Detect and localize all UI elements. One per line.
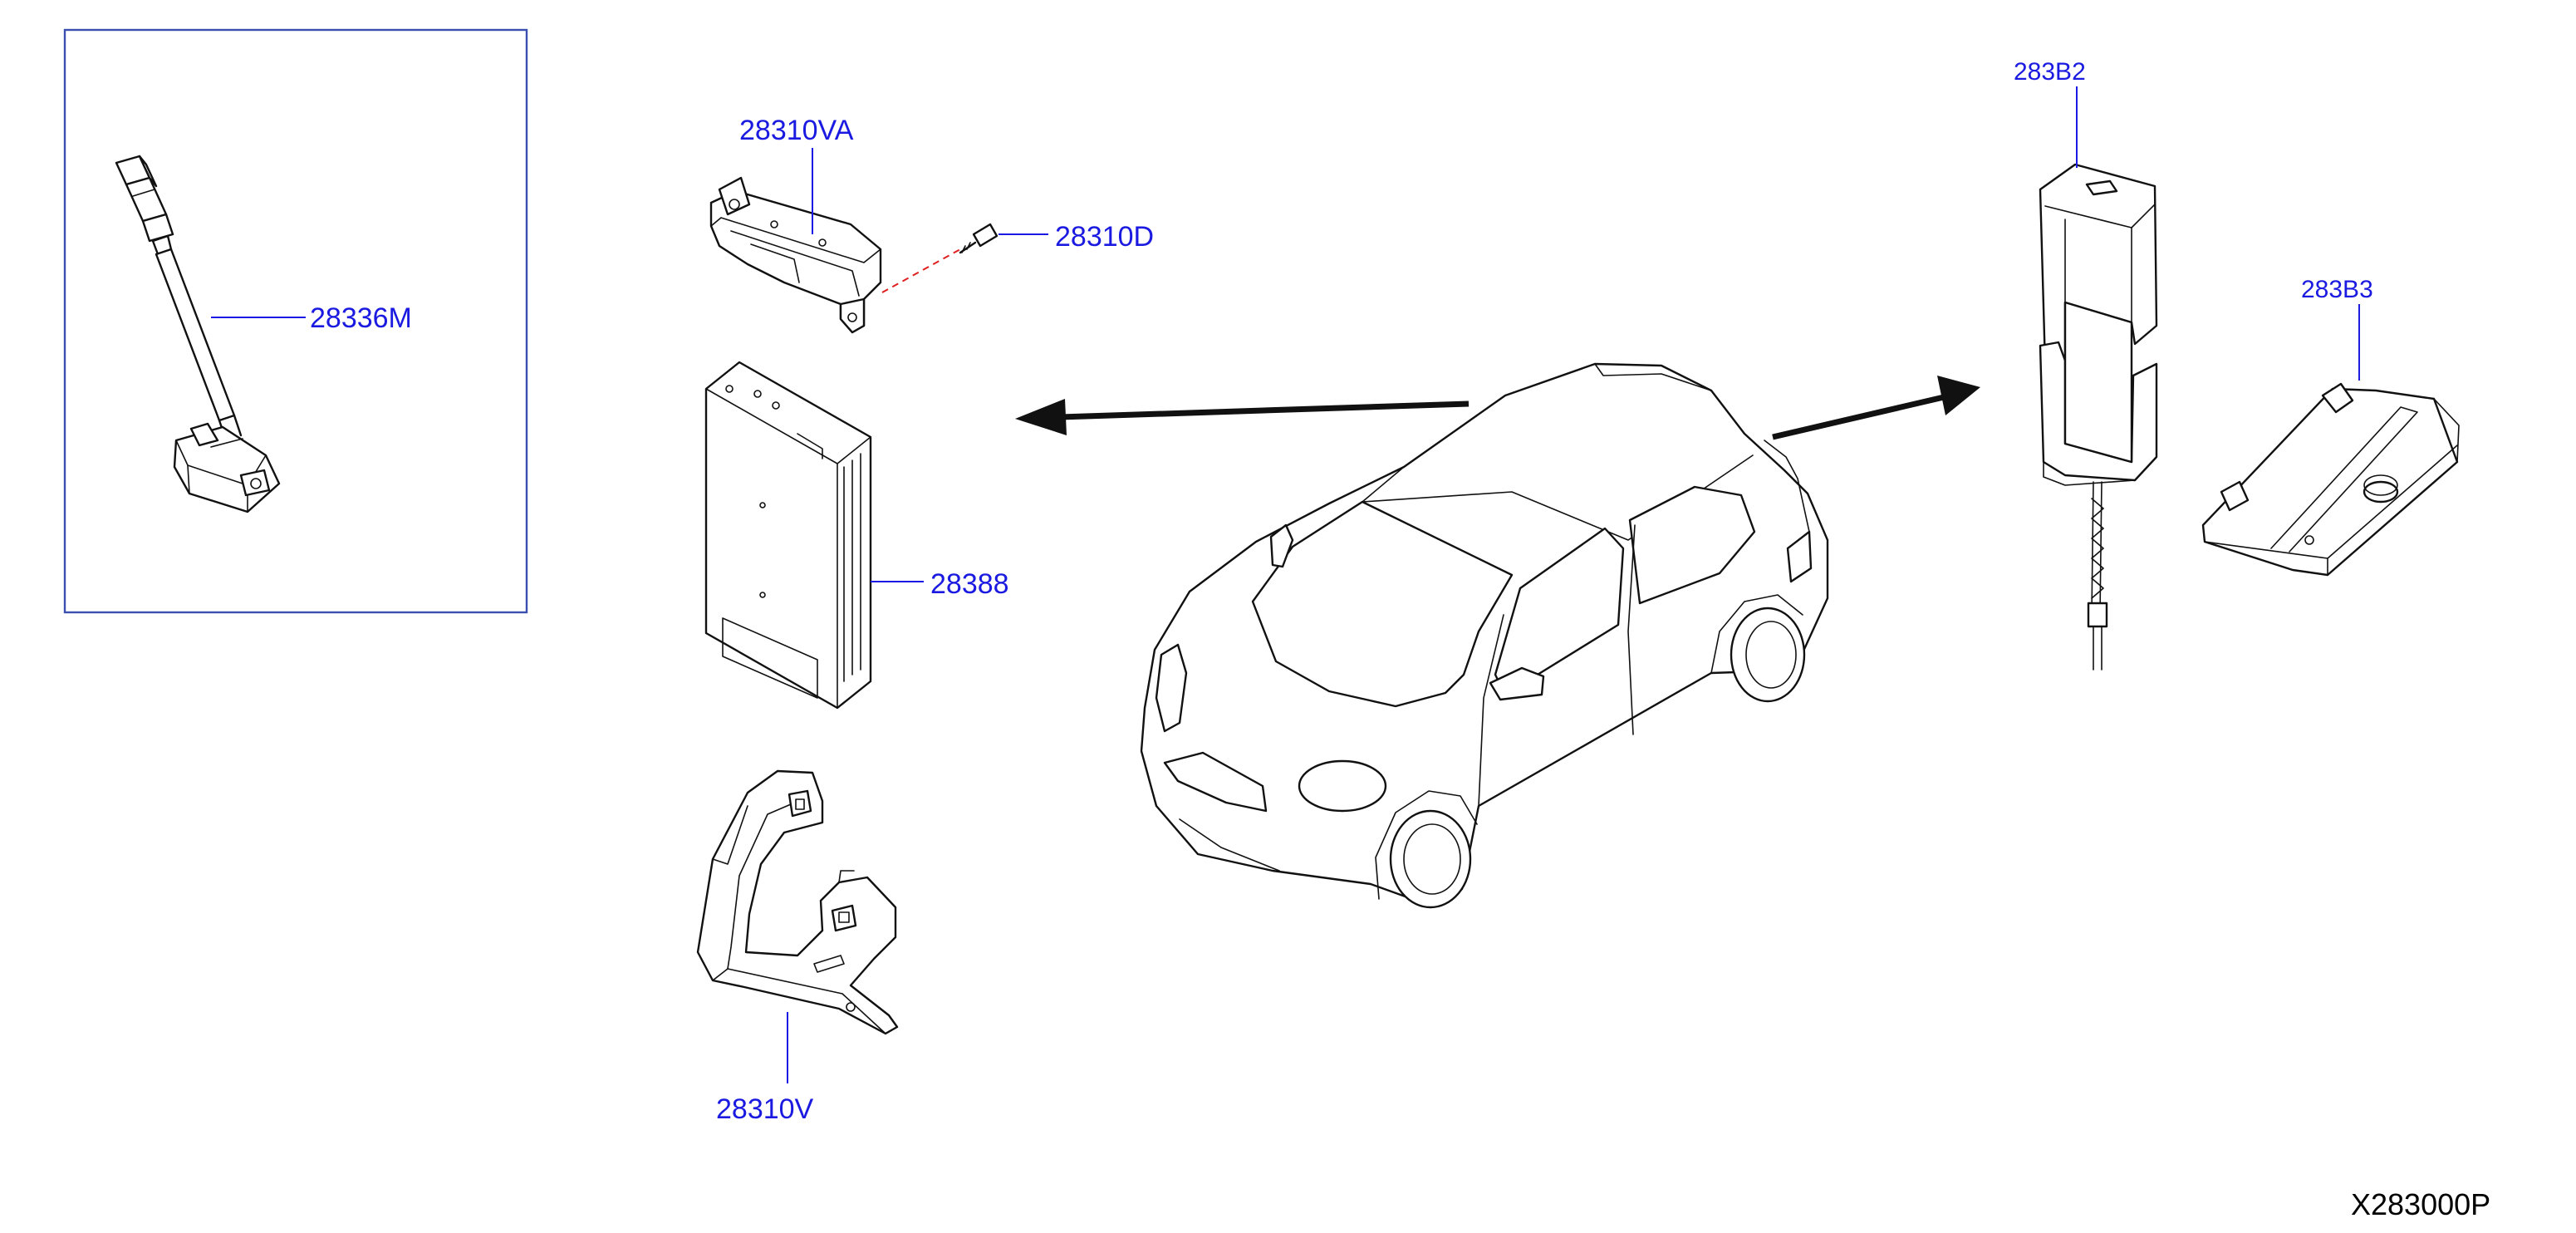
part-label-28310va: 28310VA	[739, 115, 854, 146]
bracket-lower-part	[696, 769, 899, 1035]
part-label-283b3: 283B3	[2301, 276, 2373, 303]
arrow-to-control-unit	[1015, 399, 1470, 435]
bracket-upper-part	[709, 176, 882, 334]
part-label-28336m: 28336M	[310, 302, 412, 334]
part-label-283b2: 283B2	[2014, 58, 2086, 86]
detail-box	[63, 28, 528, 614]
screw-part	[959, 223, 999, 254]
control-unit-part	[704, 361, 872, 710]
arrow-to-antenna	[1772, 376, 1980, 440]
screw-axis	[881, 248, 961, 293]
part-label-28310v: 28310V	[716, 1093, 814, 1125]
part-label-28310d: 28310D	[1055, 221, 1154, 253]
antenna-cable-part	[115, 155, 281, 513]
part-label-28388: 28388	[930, 568, 1009, 600]
antenna-cable-detail: 28336M	[63, 28, 528, 614]
antenna-module-part	[2039, 163, 2158, 671]
antenna-bracket-part	[2201, 382, 2460, 577]
diagram-code: X283000P	[2351, 1187, 2490, 1221]
vehicle-outline	[1140, 362, 1829, 909]
